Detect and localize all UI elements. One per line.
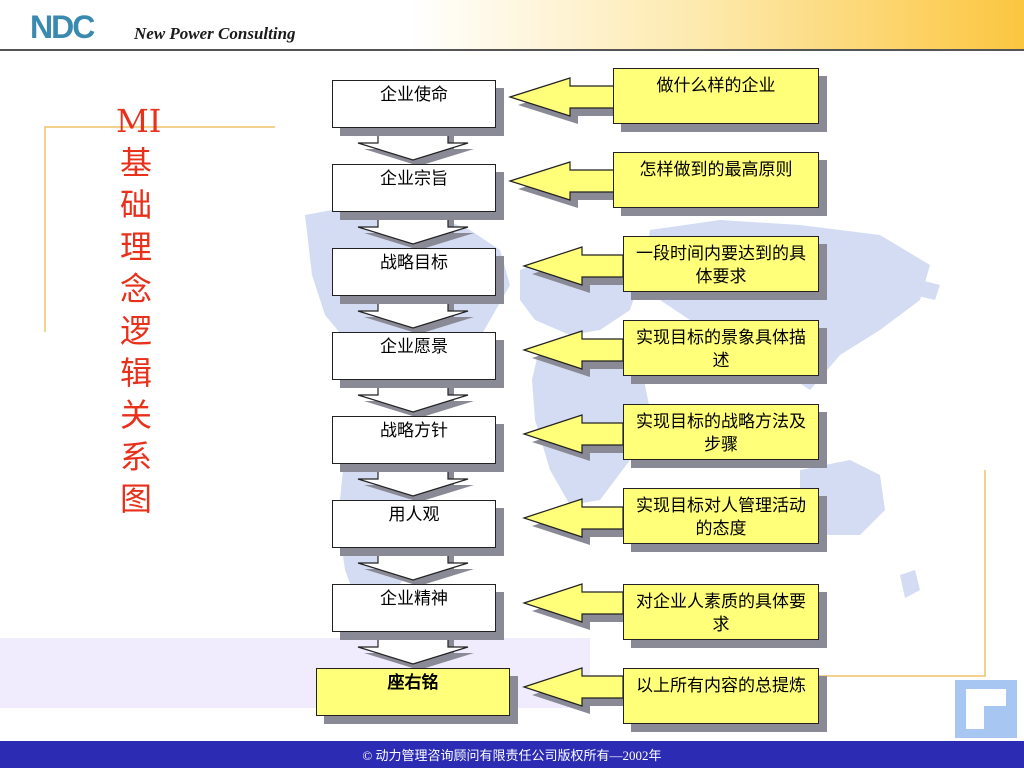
concept-box-strategic-policy: 战略方针 [332, 416, 496, 464]
company-logo: NDC [30, 9, 97, 44]
desc-box-6: 实现目标对人管理活动的态度 [623, 488, 819, 544]
down-arrow-5 [357, 465, 469, 497]
concept-box-people-view: 用人观 [332, 500, 496, 548]
concept-box-purpose: 企业宗旨 [332, 164, 496, 212]
desc-box-2: 怎样做到的最高原则 [613, 152, 819, 208]
header-divider [0, 49, 1024, 51]
down-arrow-3 [357, 297, 469, 329]
down-arrow-2 [357, 213, 469, 245]
desc-box-4: 实现目标的景象具体描述 [623, 320, 819, 376]
desc-box-7: 对企业人素质的具体要求 [623, 584, 819, 640]
down-arrow-4 [357, 381, 469, 413]
desc-box-5: 实现目标的战略方法及步骤 [623, 404, 819, 460]
desc-box-3: 一段时间内要达到的具体要求 [623, 236, 819, 292]
down-arrow-7 [357, 633, 469, 665]
concept-box-strategic-goal: 战略目标 [332, 248, 496, 296]
desc-box-1: 做什么样的企业 [613, 68, 819, 124]
concept-box-motto: 座右铭 [316, 668, 510, 716]
concept-box-vision: 企业愿景 [332, 332, 496, 380]
header-bar [0, 0, 1024, 50]
concept-box-mission: 企业使命 [332, 80, 496, 128]
svg-text:NDC: NDC [30, 9, 95, 44]
concept-box-spirit: 企业精神 [332, 584, 496, 632]
down-arrow-1 [357, 129, 469, 161]
company-name: New Power Consulting [134, 24, 296, 43]
desc-box-8: 以上所有内容的总提炼 [623, 668, 819, 724]
copyright-footer: © 动力管理咨询顾问有限责任公司版权所有—2002年 [0, 741, 1024, 768]
down-arrow-6 [357, 549, 469, 581]
vertical-title: MI 基 础 理 念 逻 辑 关 系 图 [116, 102, 162, 518]
